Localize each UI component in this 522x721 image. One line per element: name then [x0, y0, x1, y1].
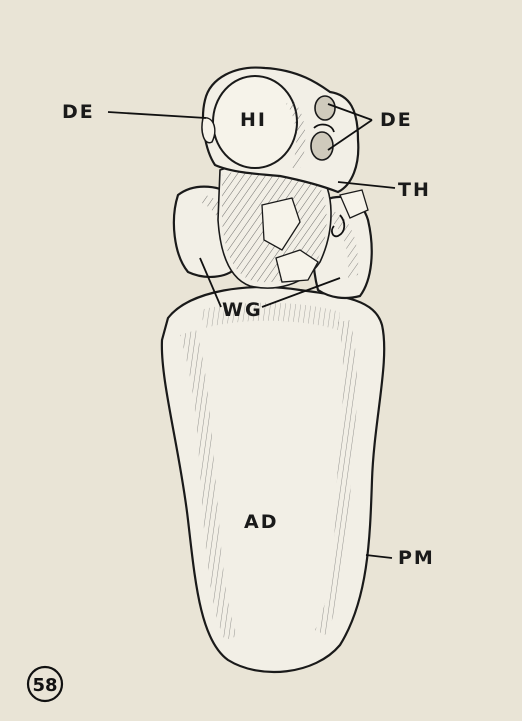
label-de-left: DE	[62, 101, 95, 123]
label-pm: PM	[398, 547, 435, 569]
label-th: TH	[398, 179, 431, 201]
label-de-right: DE	[380, 109, 413, 131]
figure-number: 58	[32, 675, 57, 696]
label-hi: HI	[240, 109, 267, 131]
label-ad: AD	[244, 511, 278, 533]
label-wg: WG	[222, 299, 263, 321]
